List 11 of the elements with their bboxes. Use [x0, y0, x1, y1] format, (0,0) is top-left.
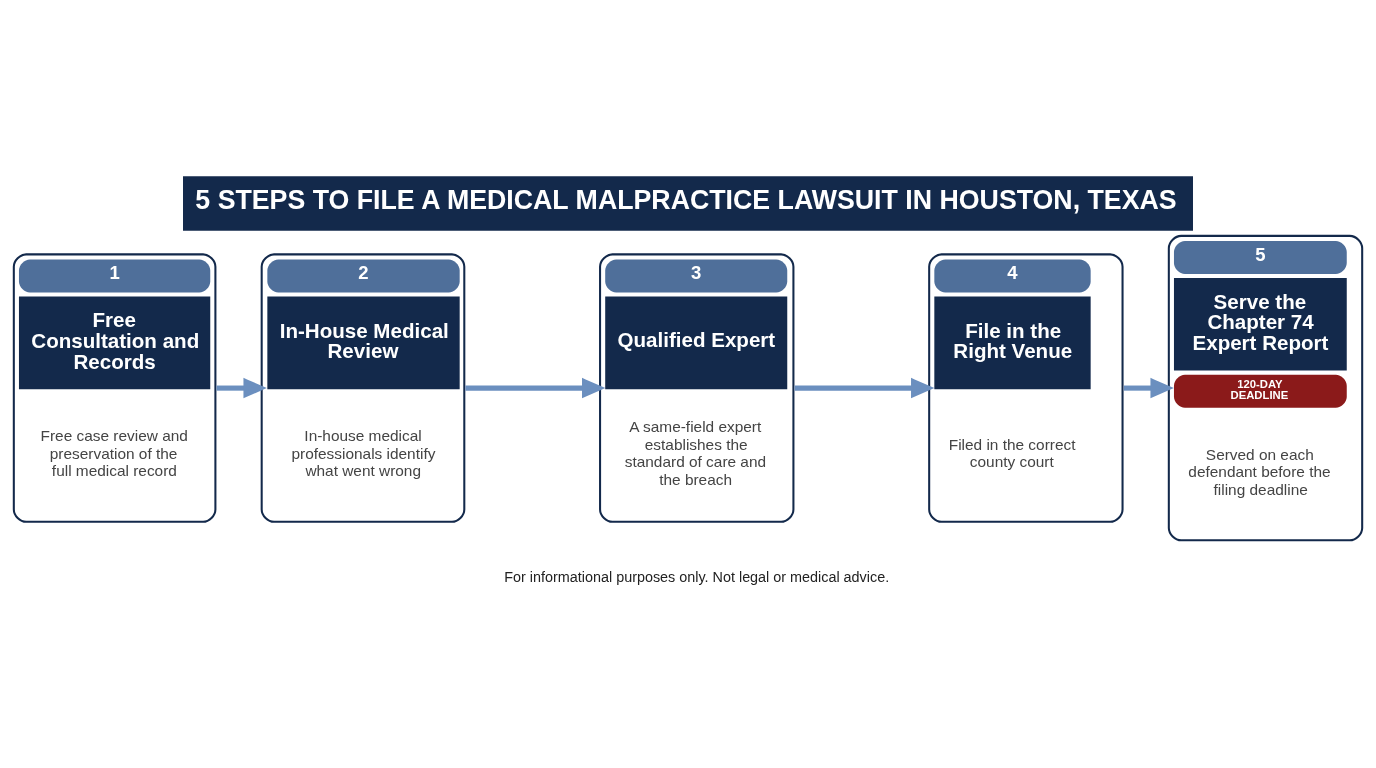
- node-box: 3 Qualified Expert A same-field expert establishes the standard of care and the breach: [599, 252, 795, 523]
- label: For informational purposes only. Not legal or medical advice.: [504, 568, 890, 585]
- arrow: [216, 377, 267, 398]
- node-box: 4 File in the Right Venue Filed in the correct county court: [928, 252, 1124, 523]
- node-box: 2 In-House Medical Review In-house medical professionals identify what went wrong: [260, 252, 466, 523]
- arrow: [465, 377, 606, 398]
- node-box: 1 Free Consultation and Records Free case review and preservation of the full medical record: [12, 252, 217, 523]
- arrow: [794, 377, 935, 398]
- diagram-title: 5 STEPS TO FILE A MEDICAL MALPRACTICE LAWSUIT IN HOUSTON, TEXAS: [195, 184, 1177, 215]
- node-box: 5 Serve the Chapter 74 Expert Report 120-DAY DEADLINE Served on each defendant before the filing deadline: [1167, 234, 1364, 541]
- arrow: [1123, 377, 1174, 398]
